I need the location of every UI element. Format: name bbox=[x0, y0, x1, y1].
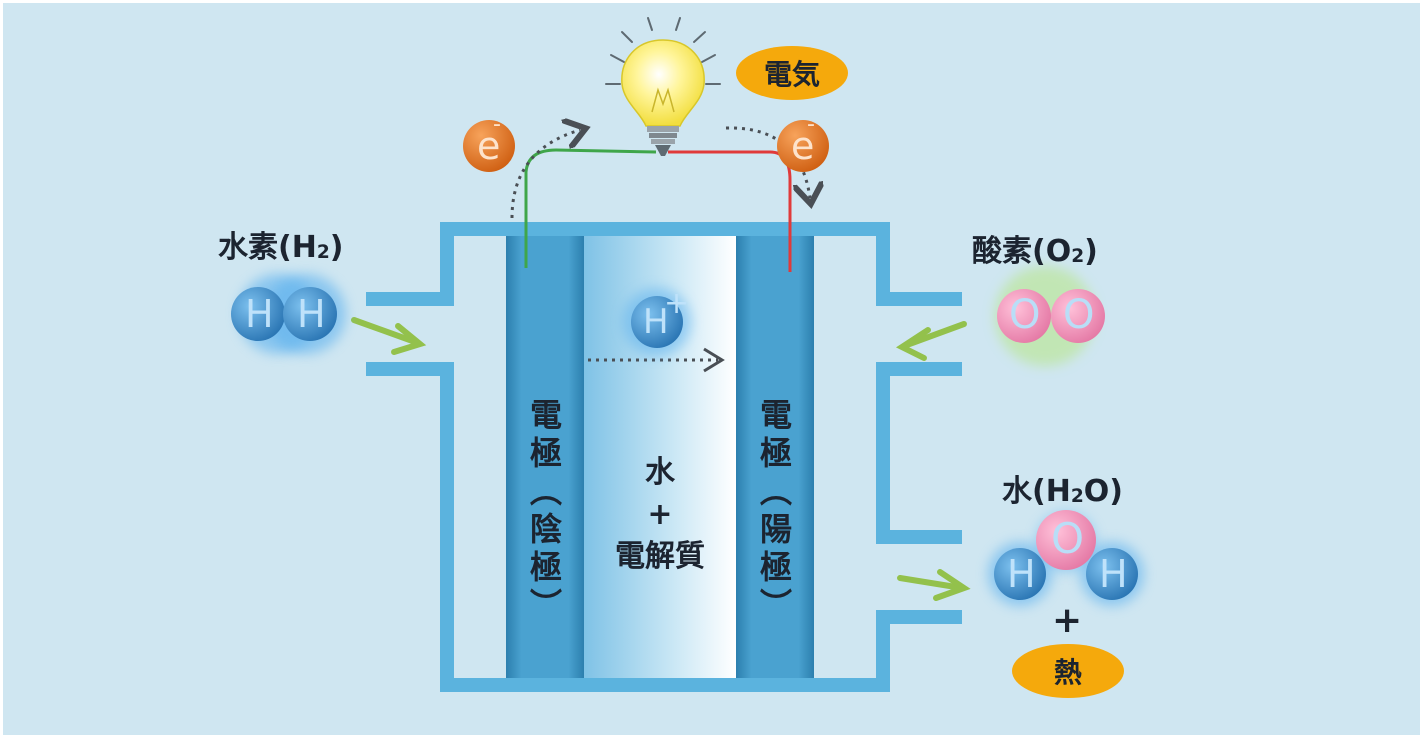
cell-container bbox=[366, 222, 962, 692]
electron-left bbox=[463, 120, 515, 172]
water-hydrogen-2-letter: H bbox=[1099, 552, 1128, 596]
oxygen-molecule bbox=[995, 266, 1105, 366]
electrolyte-line-1: 水 bbox=[645, 455, 675, 490]
water-formula-sub: 2 bbox=[1070, 485, 1084, 507]
electron-flow-arrow-left bbox=[510, 130, 580, 219]
oxygen-inflow-arrow bbox=[895, 321, 967, 361]
electron-right-charge: - bbox=[807, 112, 815, 137]
water-hydrogen-1-letter: H bbox=[1007, 552, 1036, 596]
proton-letter: H bbox=[643, 302, 669, 342]
hydrogen-molecule bbox=[231, 274, 346, 354]
electricity-badge: 電気 bbox=[736, 46, 848, 100]
oxygen-formula-open: (O bbox=[1032, 234, 1072, 269]
anode-label: 電極（陰極） bbox=[525, 398, 563, 626]
water-outflow-arrow bbox=[897, 569, 971, 601]
water-label: 水(H2O) bbox=[1002, 466, 1123, 510]
oxygen-formula-close: ) bbox=[1084, 234, 1098, 269]
oxygen-atom-1 bbox=[997, 289, 1051, 343]
oxygen-atom-2 bbox=[1051, 289, 1105, 343]
oxygen-label: 酸素(O2) bbox=[972, 226, 1098, 270]
proton-charge: + bbox=[664, 286, 690, 321]
oxygen-atom-2-letter: O bbox=[1063, 292, 1095, 338]
electron-right bbox=[777, 120, 829, 172]
water-hydrogen-atom-2 bbox=[1086, 548, 1138, 600]
light-bulb-icon bbox=[605, 17, 721, 156]
cathode-label: 電極（陽極） bbox=[755, 398, 793, 626]
electricity-label: 電気 bbox=[763, 58, 820, 91]
electrolyte-line-2: + bbox=[647, 497, 673, 532]
oxygen-atom-1-letter: O bbox=[1009, 292, 1041, 338]
anode-electrode bbox=[506, 236, 584, 678]
electrolyte-line-3: 電解質 bbox=[615, 539, 705, 574]
hydrogen-name: 水素 bbox=[218, 230, 278, 265]
proton bbox=[623, 288, 691, 356]
heat-label: 熱 bbox=[1053, 656, 1082, 689]
water-oxygen-atom bbox=[1036, 510, 1096, 570]
plus-sign: + bbox=[1052, 600, 1083, 641]
water-formula-close: O) bbox=[1083, 474, 1123, 509]
hydrogen-formula-open: (H bbox=[278, 230, 317, 265]
hydrogen-inflow-arrow bbox=[351, 317, 427, 355]
hydrogen-atom-2 bbox=[283, 287, 337, 341]
water-name: 水 bbox=[1002, 474, 1032, 509]
hydrogen-label: 水素(H2) bbox=[218, 222, 344, 266]
hydrogen-atom-2-letter: H bbox=[297, 292, 326, 336]
wire-anode bbox=[524, 148, 657, 268]
water-molecule bbox=[988, 510, 1144, 606]
oxygen-name: 酸素 bbox=[972, 234, 1032, 269]
oxygen-formula-sub: 2 bbox=[1071, 245, 1085, 267]
electron-right-letter: e bbox=[791, 124, 815, 168]
cathode-electrode bbox=[736, 236, 814, 678]
proton-flow-arrowhead bbox=[703, 347, 725, 373]
electron-left-charge: - bbox=[493, 112, 501, 137]
water-formula-open: (H bbox=[1032, 474, 1071, 509]
water-hydrogen-atom-1 bbox=[994, 548, 1046, 600]
electron-left-letter: e bbox=[477, 124, 501, 168]
heat-badge: 熱 bbox=[1012, 644, 1124, 698]
hydrogen-atom-1-letter: H bbox=[245, 292, 274, 336]
hydrogen-formula-sub: 2 bbox=[316, 241, 330, 263]
water-oxygen-letter: O bbox=[1051, 514, 1085, 563]
hydrogen-atom-1 bbox=[231, 287, 285, 341]
electrolyte-label: 水 + 電解質 bbox=[584, 452, 736, 578]
hydrogen-formula-close: ) bbox=[329, 230, 344, 265]
